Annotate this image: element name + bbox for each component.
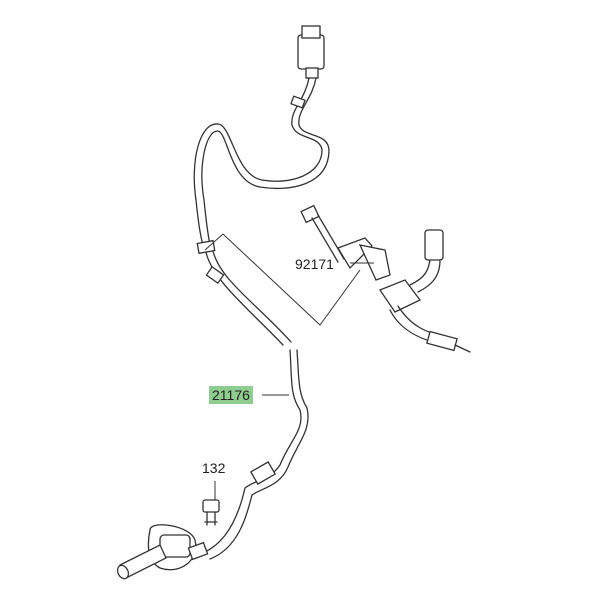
part-number-21176[interactable]: 21176 — [209, 386, 253, 404]
sensor-cable-upper — [193, 77, 330, 346]
sensor-cable-lower — [204, 349, 309, 560]
fork-side-harness — [379, 229, 471, 353]
part-number-132[interactable]: 132 — [202, 460, 226, 476]
sensor-connector — [297, 25, 325, 79]
bolt-and-bracket — [300, 204, 391, 281]
leader-guide-lines — [204, 233, 361, 326]
wheel-speed-sensor — [116, 524, 209, 580]
bolt-132 — [202, 499, 220, 526]
part-number-92171[interactable]: 92171 — [295, 256, 334, 272]
